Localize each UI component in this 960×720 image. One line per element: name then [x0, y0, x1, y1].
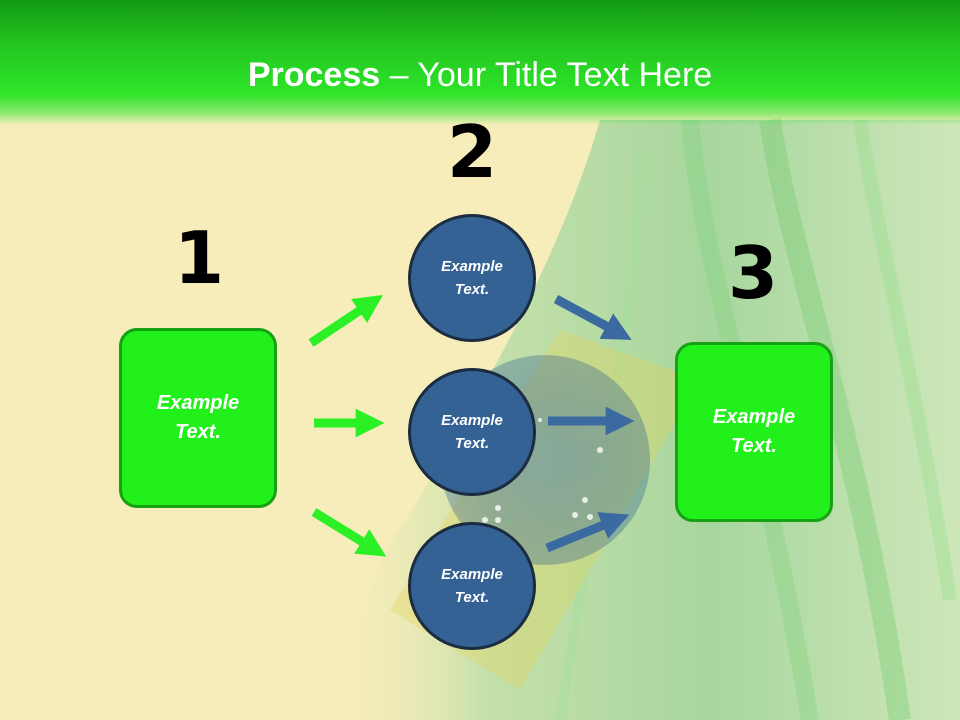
slide-title: Process – Your Title Text Here — [0, 50, 960, 100]
circle-middle-text: Example Text. — [441, 412, 503, 452]
title-rest: Your Title Text Here — [417, 56, 713, 94]
step-1-box[interactable]: Example Text. — [119, 328, 277, 508]
circle-top-text: Example Text. — [441, 258, 503, 298]
title-bold: Process — [247, 56, 381, 94]
step-2-circle-top[interactable]: Example Text. — [408, 214, 536, 342]
step-2-circle-bottom[interactable]: Example Text. — [408, 522, 536, 650]
step-3-box[interactable]: Example Text. — [675, 342, 833, 522]
step-2-number: 2 — [446, 110, 498, 194]
step-1-box-text: Example Text. — [156, 392, 240, 443]
step-2-circle-middle[interactable]: Example Text. — [408, 368, 536, 496]
step-3-number: 3 — [727, 231, 779, 315]
step-1-number: 1 — [173, 216, 225, 300]
circle-bottom-text: Example Text. — [441, 566, 503, 606]
title-separator: – — [380, 56, 418, 94]
step-3-box-text: Example Text. — [712, 406, 796, 457]
title-bar — [0, 0, 960, 125]
